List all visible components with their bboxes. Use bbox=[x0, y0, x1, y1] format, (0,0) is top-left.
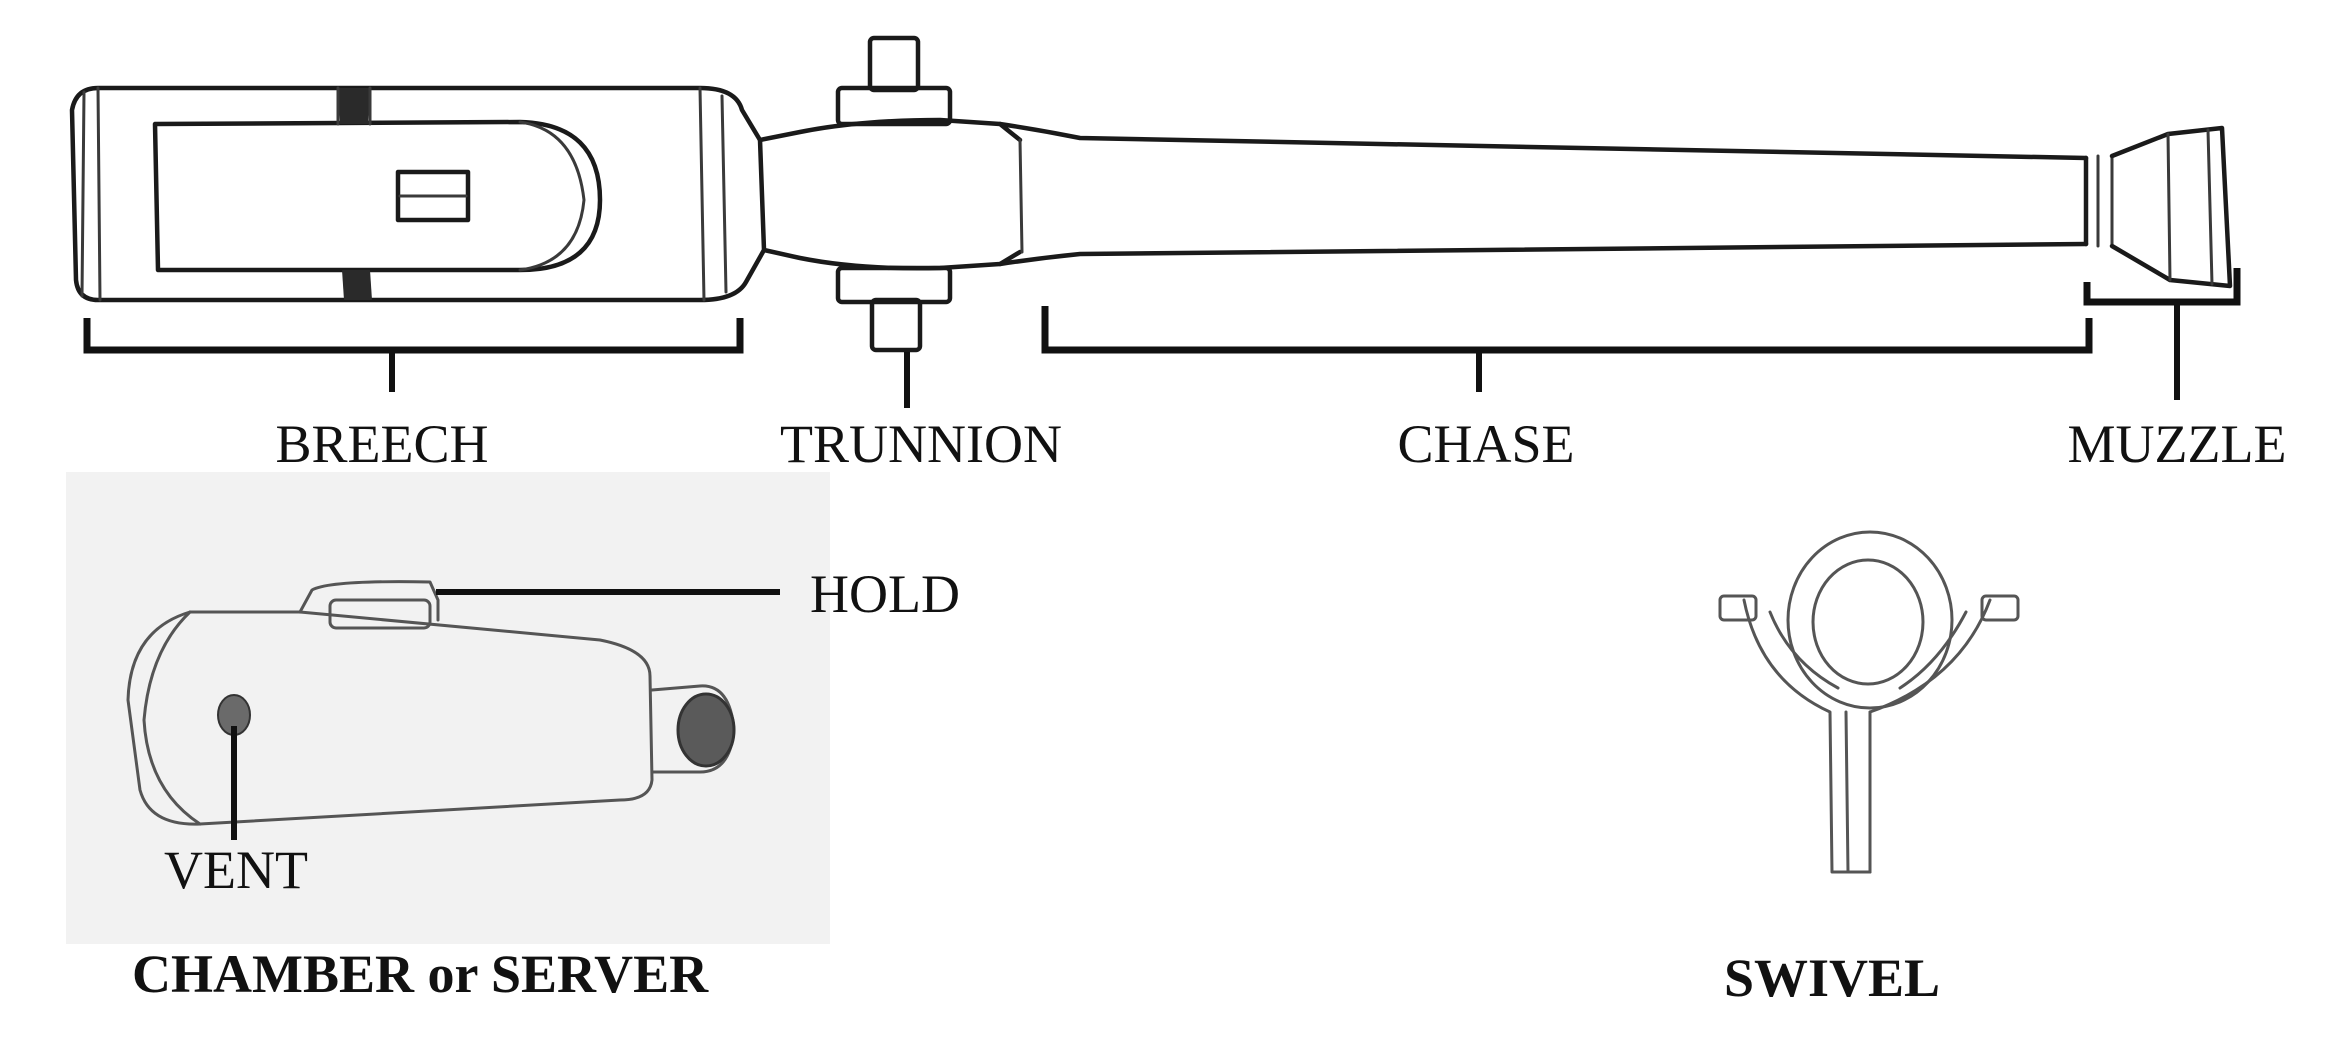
swivel-label: SWIVEL bbox=[1724, 948, 1940, 1008]
breech-label: BREECH bbox=[275, 414, 488, 474]
hold-label: HOLD bbox=[810, 564, 960, 624]
breech-drawing bbox=[69, 85, 767, 303]
vent-label: VENT bbox=[164, 840, 308, 900]
cannon-barrel-drawing bbox=[69, 35, 2233, 353]
swivel-drawing bbox=[1718, 530, 2020, 874]
chamber-label: CHAMBER or SERVER bbox=[132, 944, 709, 1004]
trunnion-label: TRUNNION bbox=[780, 414, 1062, 474]
muzzle-label: MUZZLE bbox=[2068, 414, 2287, 474]
muzzle-drawing bbox=[2083, 125, 2233, 289]
chase-label: CHASE bbox=[1397, 414, 1574, 474]
chase-drawing bbox=[997, 121, 2089, 267]
breech-bracket bbox=[83, 318, 744, 392]
chamber-photo bbox=[66, 472, 830, 944]
muzzle-bracket bbox=[2083, 268, 2241, 400]
chase-bracket bbox=[1041, 306, 2093, 392]
trunnion-drawing bbox=[757, 35, 1023, 353]
